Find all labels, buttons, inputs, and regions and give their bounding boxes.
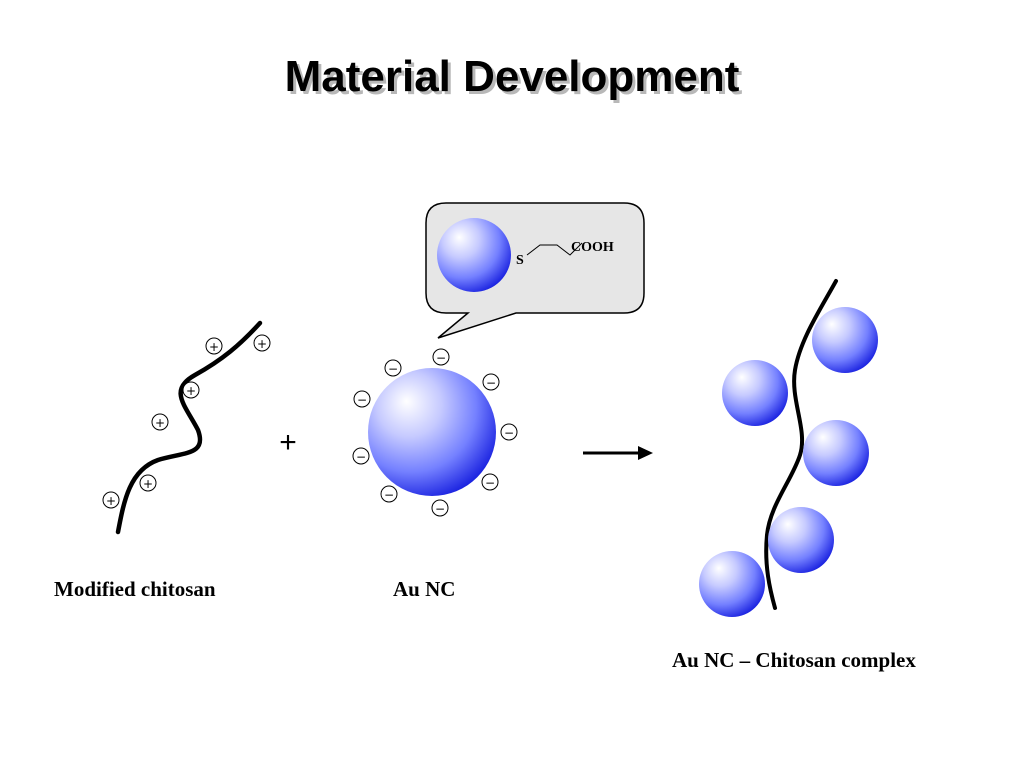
complex-label: Au NC – Chitosan complex <box>672 648 916 672</box>
svg-text:+: + <box>209 340 219 354</box>
positive-charge-marker: + <box>139 474 157 492</box>
svg-text:+: + <box>186 384 196 398</box>
svg-text:+: + <box>257 337 267 351</box>
svg-text:−: − <box>486 376 496 390</box>
au-nc-label: Au NC <box>393 577 456 601</box>
complex-chitosan-backbone <box>764 279 838 610</box>
negative-charge-marker: − <box>431 499 449 517</box>
svg-text:−: − <box>485 476 495 490</box>
plus-operator: + <box>279 426 297 459</box>
svg-text:−: − <box>504 426 514 440</box>
ligand-callout-bubble: S COOH <box>425 202 645 339</box>
svg-text:+: + <box>106 494 116 508</box>
complex-nanocluster <box>768 507 834 573</box>
positive-charge-marker: + <box>102 491 120 509</box>
negative-charge-marker: − <box>352 447 370 465</box>
ligand-chain-bonds <box>526 242 583 256</box>
ligand-nanocluster-sphere <box>437 218 511 292</box>
modified-chitosan-label: Modified chitosan <box>54 577 216 601</box>
modified-chitosan-chain: + + + + + + <box>102 320 271 535</box>
chitosan-backbone <box>115 320 263 535</box>
negative-charge-marker: − <box>353 390 371 408</box>
svg-text:−: − <box>384 488 394 502</box>
au-nc-particle: − − − − − − − − <box>352 348 518 517</box>
svg-text:−: − <box>388 362 398 376</box>
complex-nanocluster <box>803 420 869 486</box>
positive-charge-marker: + <box>182 381 200 399</box>
negative-charge-marker: − <box>481 473 499 491</box>
complex-nanocluster <box>812 307 878 373</box>
negative-charge-marker: − <box>482 373 500 391</box>
negative-charge-marker: − <box>384 359 402 377</box>
slide-title: Material Development <box>284 52 740 101</box>
carboxyl-group-label: COOH <box>571 240 614 255</box>
sulfur-atom-label: S <box>516 253 524 268</box>
positive-charge-marker: + <box>205 337 223 355</box>
svg-text:−: − <box>436 351 446 365</box>
svg-text:+: + <box>155 416 165 430</box>
svg-text:−: − <box>435 502 445 516</box>
au-nc-sphere <box>368 368 496 496</box>
negative-charge-marker: − <box>380 485 398 503</box>
positive-charge-marker: + <box>151 413 169 431</box>
svg-text:+: + <box>143 477 153 491</box>
complex-nanocluster <box>722 360 788 426</box>
svg-text:−: − <box>357 393 367 407</box>
negative-charge-marker: − <box>432 348 450 366</box>
svg-text:−: − <box>356 450 366 464</box>
complex-nanocluster <box>699 551 765 617</box>
positive-charge-marker: + <box>253 334 271 352</box>
reaction-arrow <box>583 446 653 460</box>
complex-structure <box>699 279 878 617</box>
negative-charge-marker: − <box>500 423 518 441</box>
